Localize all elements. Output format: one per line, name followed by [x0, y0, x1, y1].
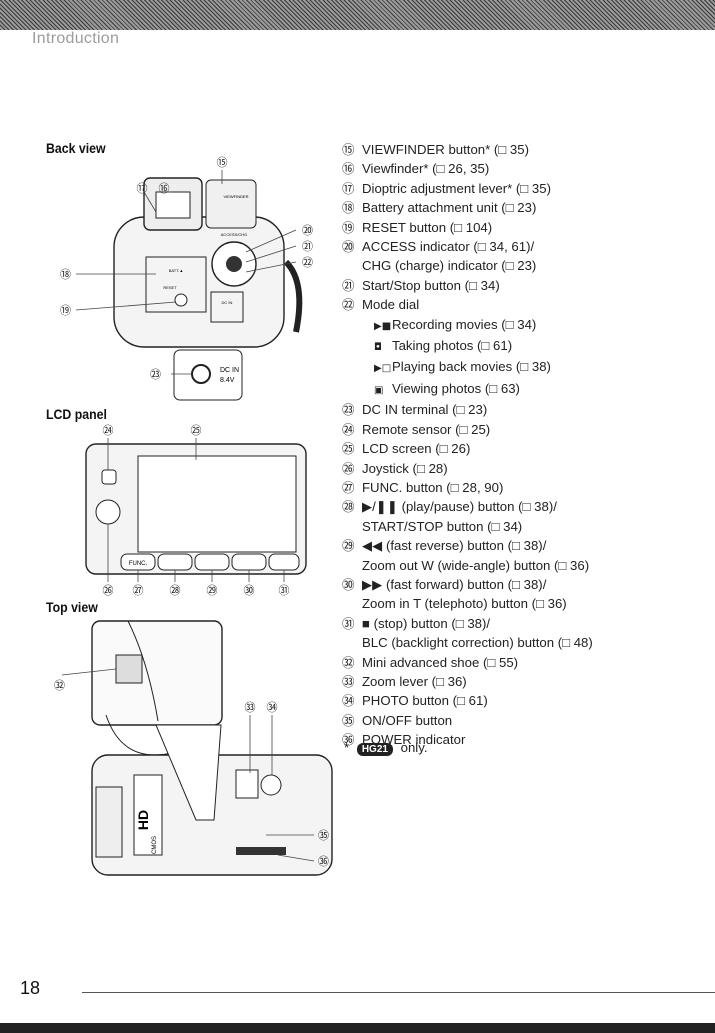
dc-in-panel-label: DC IN — [222, 300, 233, 305]
bottom-edge — [0, 1023, 715, 1033]
callout-25: ㉕ — [191, 424, 202, 437]
top-view-figure: HD CMOS ㉜ ㉝ ㉞ ㉟ ㊱ — [54, 620, 333, 876]
callout-35: ㉟ — [318, 829, 329, 842]
top-leader-lines — [61, 668, 315, 862]
callout-33: ㉝ — [245, 701, 256, 714]
view-photo-icon: ▣ — [374, 384, 384, 396]
reset-label: RESET — [163, 285, 177, 290]
footnote-text: only. — [400, 740, 428, 755]
play-movie-icon: ▶□ — [374, 363, 392, 375]
callout-16: ⑯ — [159, 182, 170, 195]
callout-17: ⑰ — [137, 182, 148, 195]
lcd-panel-figure: FUNC. ㉔ ㉕ ㉖ ㉗ ㉘ ㉙ ㉚ ㉛ — [85, 424, 307, 597]
heading-lcd-panel: LCD panel — [46, 406, 107, 422]
record-movie-icon: ▶■ — [374, 320, 392, 332]
callout-26: ㉖ — [103, 584, 114, 597]
legend-item-31: ㉛■ (stop) button (□ 38)/BLC (backlight c… — [342, 615, 593, 651]
mode-recording-movies: ▶■Recording movies (□ 34) — [362, 315, 714, 336]
legend-item-29: ㉙◀◀ (fast reverse) button (□ 38)/Zoom ou… — [342, 538, 590, 573]
func-label: FUNC. — [129, 561, 148, 567]
access-chg-label: ACCESS/CHG — [221, 232, 247, 237]
callout-23: ㉓ — [150, 368, 161, 381]
footnote: * HG21 only. — [344, 740, 428, 756]
footer-rule — [82, 992, 715, 993]
callout-32: ㉜ — [54, 679, 65, 692]
lcd-leader-lines — [107, 438, 285, 582]
back-view-figure: VIEWFINDER ACCESS/CHG BATT.▲ RESET DC IN… — [60, 156, 313, 401]
legend-item-30: ㉚▶▶ (fast forward) button (□ 38)/Zoom in… — [342, 576, 567, 612]
cmos-text: CMOS — [152, 836, 158, 854]
callout-22: ㉒ — [302, 256, 313, 269]
camera-back-illustration: VIEWFINDER ACCESS/CHG BATT.▲ RESET DC IN… — [113, 177, 303, 401]
mode-taking-photos: ◘Taking photos (□ 61) — [362, 336, 714, 357]
callout-18: ⑱ — [60, 268, 71, 281]
mode-playing-movies: ▶□Playing back movies (□ 38) — [362, 357, 714, 378]
callout-21: ㉑ — [302, 240, 313, 253]
heading-top-view: Top view — [46, 599, 98, 615]
callout-19: ⑲ — [60, 304, 71, 317]
page-number: 18 — [20, 978, 41, 998]
dc-in-voltage: 8.4V — [220, 377, 235, 384]
heading-back-view: Back view — [46, 140, 106, 156]
header-band — [0, 0, 715, 30]
callout-27: ㉗ — [133, 584, 144, 597]
mode-viewing-photos: ▣Viewing photos (□ 63) — [362, 379, 714, 400]
camera-icon: ◘ — [374, 342, 382, 354]
legend-item-28: ㉘▶/❚❚ (play/pause) button (□ 38)/START/S… — [342, 499, 557, 534]
callout-31: ㉛ — [279, 584, 290, 597]
leader-lines — [75, 170, 297, 375]
viewfinder-label: VIEWFINDER — [223, 194, 248, 199]
dc-in-title: DC IN — [220, 367, 239, 374]
callout-30: ㉚ — [244, 584, 255, 597]
hd-logo-text: HD — [135, 810, 151, 830]
callout-29: ㉙ — [207, 584, 218, 597]
callout-34: ㉞ — [267, 701, 278, 714]
footnote-star: * — [344, 740, 350, 755]
callout-20: ⑳ — [302, 224, 313, 237]
callout-15: ⑮ — [217, 156, 228, 169]
model-badge: HG21 — [356, 743, 393, 756]
batt-label: BATT.▲ — [169, 268, 184, 273]
callout-28: ㉘ — [170, 584, 181, 597]
callout-24: ㉔ — [103, 424, 114, 437]
section-title: Introduction — [32, 30, 120, 47]
callout-36: ㊱ — [318, 855, 329, 868]
